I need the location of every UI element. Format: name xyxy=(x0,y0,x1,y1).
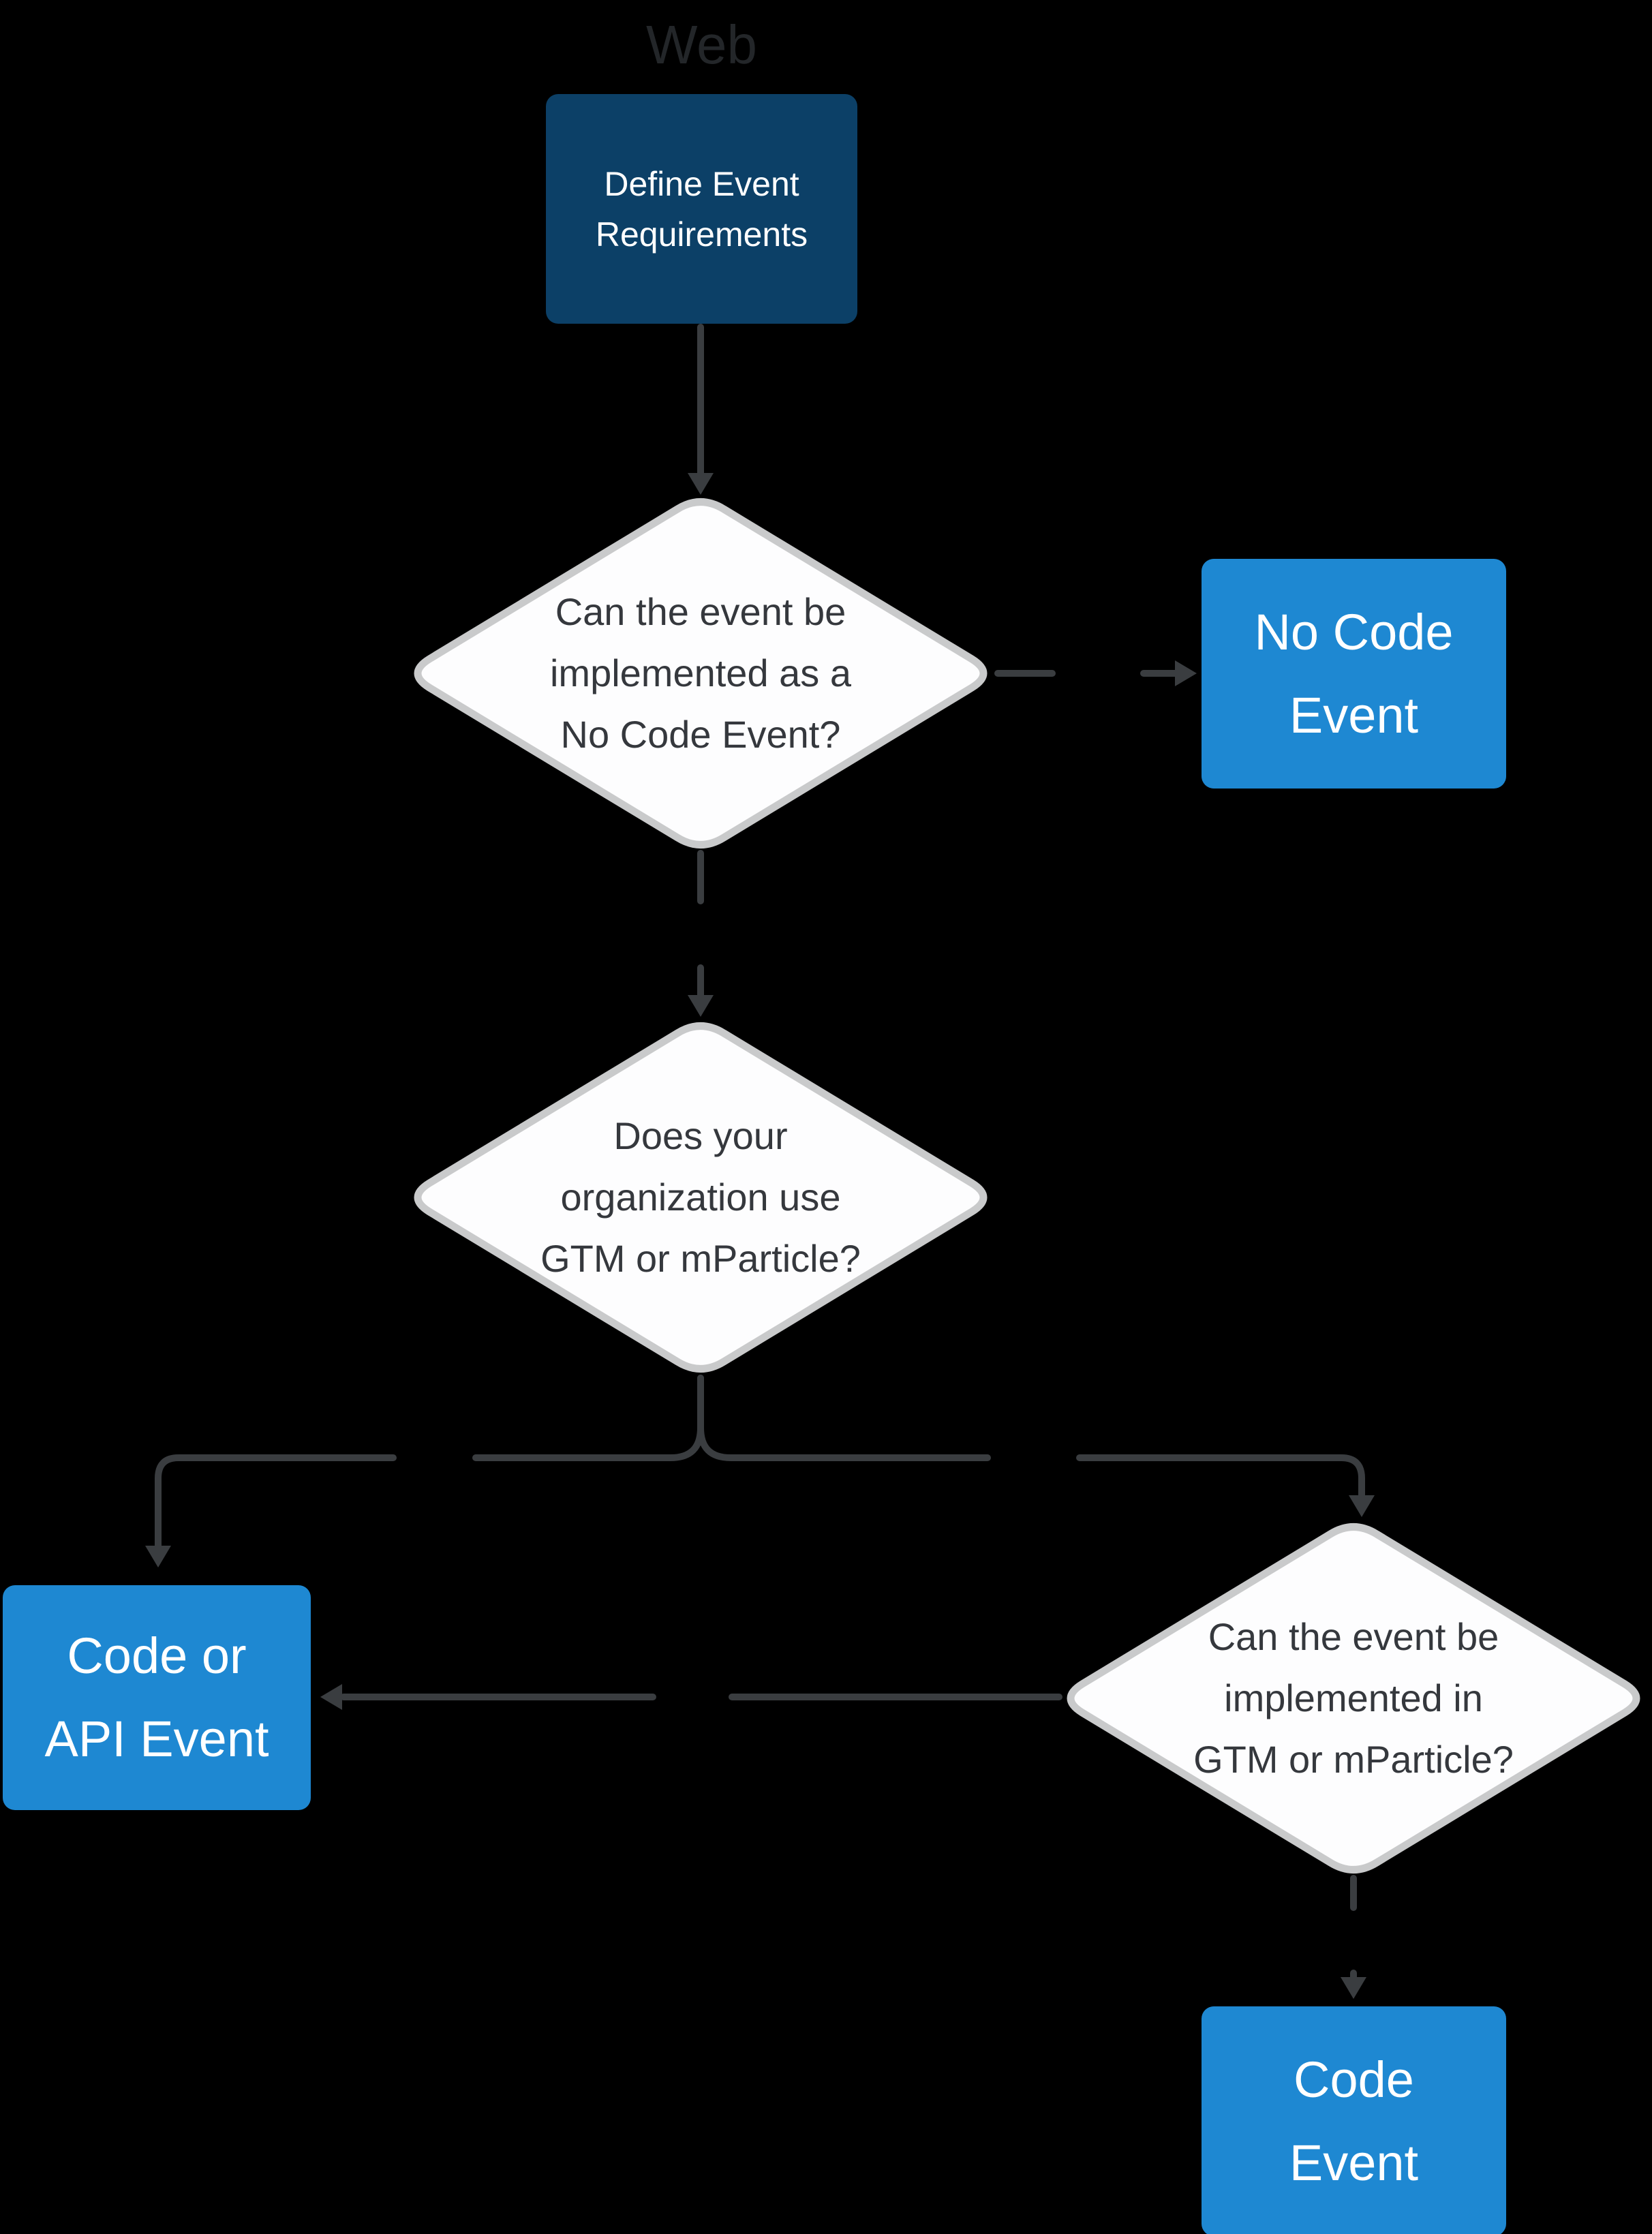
decision-line: Does your xyxy=(613,1114,788,1157)
decision-organization-label: Does your organization use GTM or mParti… xyxy=(406,1019,995,1376)
decision-no-code-label: Can the event be implemented as a No Cod… xyxy=(406,495,995,852)
decision-line: Can the event be xyxy=(1208,1615,1499,1658)
decision-gtm-diamond: Can the event be implemented in GTM or m… xyxy=(1059,1520,1648,1877)
no-code-event-node: No Code Event xyxy=(1202,559,1506,789)
code-or-api-event-node: Code or API Event xyxy=(3,1585,311,1810)
decision-no-code-diamond: Can the event be implemented as a No Cod… xyxy=(406,495,995,852)
decision-gtm-label: Can the event be implemented in GTM or m… xyxy=(1059,1520,1648,1877)
decision-line: Can the event be xyxy=(555,590,846,633)
node-line: Define Event xyxy=(604,164,799,203)
diamond-shape xyxy=(414,498,988,848)
connector-decision2-to-codeapi xyxy=(155,1375,704,1552)
node-line: Event xyxy=(1289,686,1419,744)
connector-decision2-to-decision3 xyxy=(697,1375,1365,1501)
arrowhead-right-nocode xyxy=(1175,660,1197,686)
decision-organization-diamond: Does your organization use GTM or mParti… xyxy=(406,1019,995,1376)
decision-line: organization use xyxy=(560,1176,841,1219)
node-line: No Code xyxy=(1254,603,1454,660)
diamond-shape xyxy=(1067,1523,1640,1873)
node-line: Code or xyxy=(67,1627,247,1684)
node-line: Code xyxy=(1294,2051,1414,2108)
arrowhead-down-codeapi xyxy=(145,1546,171,1567)
node-line: API Event xyxy=(44,1711,269,1767)
arrowhead-down-decision3 xyxy=(1349,1495,1375,1517)
decision-line: GTM or mParticle? xyxy=(1193,1738,1514,1781)
arrowhead-down-decision1 xyxy=(688,473,714,495)
define-event-requirements-node: Define Event Requirements xyxy=(546,94,857,324)
decision-line: No Code Event? xyxy=(560,713,841,756)
arrowhead-left-codeapi xyxy=(320,1684,342,1710)
flowchart-title: Web xyxy=(645,14,758,75)
node-line: Event xyxy=(1289,2134,1419,2191)
decision-line: implemented as a xyxy=(549,652,851,694)
diamond-shape xyxy=(414,1022,988,1373)
code-event-node: Code Event xyxy=(1202,2006,1506,2234)
arrowhead-down-codeevent xyxy=(1341,1977,1366,1999)
arrowhead-down-decision2 xyxy=(688,995,714,1017)
decision-line: GTM or mParticle? xyxy=(540,1237,861,1280)
decision-line: implemented in xyxy=(1224,1677,1483,1719)
node-line: Requirements xyxy=(595,215,808,254)
